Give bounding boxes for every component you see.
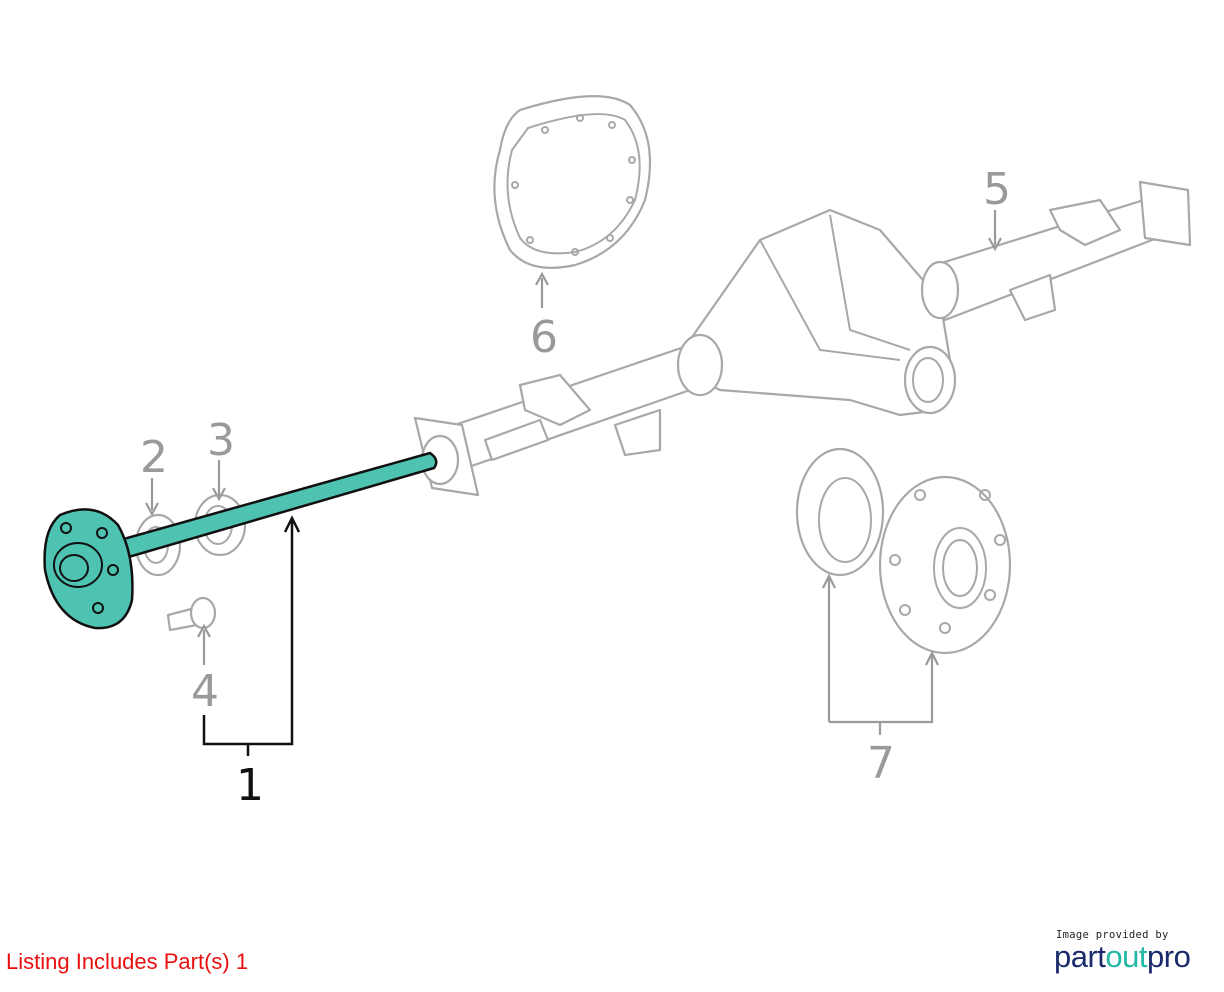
logo-tagline: Image provided by bbox=[1056, 929, 1169, 941]
callout-7: 7 bbox=[867, 738, 895, 789]
listing-caption: Listing Includes Part(s) 1 bbox=[6, 949, 249, 974]
leader-lines bbox=[145, 210, 1002, 756]
part-4-wheel-stud[interactable] bbox=[166, 596, 217, 632]
part-5-axle-housing[interactable] bbox=[413, 180, 1192, 497]
logo-pro: pro bbox=[1147, 939, 1191, 974]
callout-5: 5 bbox=[983, 164, 1011, 215]
logo-brand: partoutpro bbox=[1054, 941, 1214, 972]
callout-6: 6 bbox=[530, 312, 558, 363]
logo-part: part bbox=[1054, 939, 1106, 974]
partoutpro-logo: Image provided by partoutpro bbox=[1054, 929, 1214, 972]
part-7-brake-components[interactable] bbox=[795, 447, 1012, 655]
callout-4: 4 bbox=[191, 666, 219, 717]
callout-1: 1 bbox=[236, 760, 264, 811]
logo-out: out bbox=[1105, 939, 1148, 974]
callout-2: 2 bbox=[140, 432, 168, 483]
part-6-differential-cover[interactable] bbox=[493, 95, 652, 269]
part-1-axle-shaft[interactable] bbox=[43, 451, 438, 630]
callout-3: 3 bbox=[207, 415, 235, 466]
